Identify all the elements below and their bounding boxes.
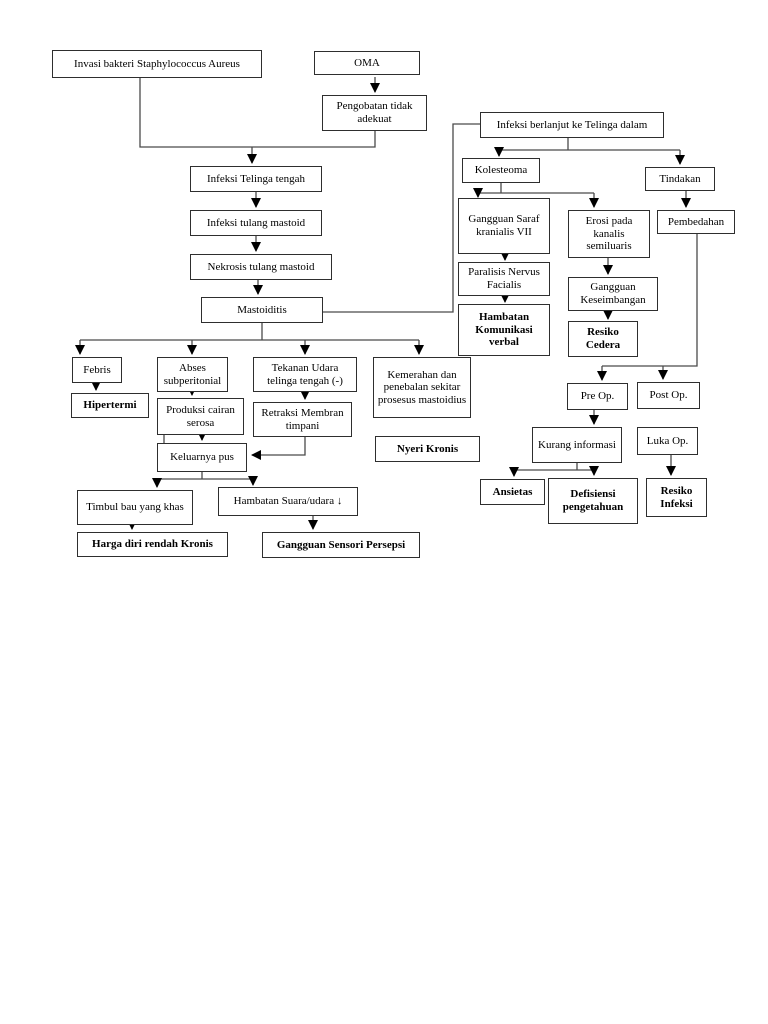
- wire-pembedahan-ops-split: [602, 234, 698, 367]
- node-mastoiditis: Mastoiditis: [201, 297, 323, 323]
- wire-kolesteoma-split: [478, 183, 594, 194]
- node-hambatan-komunikasi-verbal: Hambatan Komunikasi verbal: [458, 304, 550, 356]
- node-pengobatan-tidak-adekuat: Pengobatan tidak adekuat: [322, 95, 427, 131]
- node-paralisis-nervus-facialis: Paralisis Nervus Facialis: [458, 262, 550, 296]
- node-infeksi-tulang-mastoid: Infeksi tulang mastoid: [190, 210, 322, 236]
- node-infeksi-berlanjut: Infeksi berlanjut ke Telinga dalam: [480, 112, 664, 138]
- node-gangguan-keseimbangan: Gangguan Keseimbangan: [568, 277, 658, 311]
- node-pre-op: Pre Op.: [567, 383, 628, 410]
- node-nyeri-kronis: Nyeri Kronis: [375, 436, 480, 462]
- node-oma: OMA: [314, 51, 420, 75]
- node-infeksi-telinga-tengah: Infeksi Telinga tengah: [190, 166, 322, 192]
- node-erosi-kanalis: Erosi pada kanalis semiluaris: [568, 210, 650, 258]
- node-resiko-cedera: Resiko Cedera: [568, 321, 638, 357]
- node-defisiensi-pengetahuan: Defisiensi pengetahuan: [548, 478, 638, 524]
- node-febris: Febris: [72, 357, 122, 383]
- wire-mastoiditis-to-infeksi-berlanjut: [323, 123, 480, 313]
- node-invasi-bakteri: Invasi bakteri Staphylococcus Aureus: [52, 50, 262, 78]
- node-kolesteoma: Kolesteoma: [462, 158, 540, 183]
- node-pembedahan: Pembedahan: [657, 210, 735, 234]
- node-ansietas: Ansietas: [480, 479, 545, 505]
- arrow-retraksi-to-keluarnya: [251, 437, 306, 460]
- wire-kurang-informasi-split: [514, 463, 594, 471]
- node-post-op: Post Op.: [637, 382, 700, 409]
- node-timbul-bau-khas: Timbul bau yang khas: [77, 490, 193, 525]
- node-abses-subperitonial: Abses subperitonial: [157, 357, 228, 392]
- node-kemerahan-penebalan: Kemerahan dan penebalan sekitar prosesus…: [373, 357, 471, 418]
- wire-keluarnya-pus-split: [157, 472, 253, 480]
- wire-infeksi-berlanjut-split: [499, 138, 680, 151]
- node-resiko-infeksi: Resiko Infeksi: [646, 478, 707, 517]
- node-luka-op: Luka Op.: [637, 427, 698, 455]
- node-tindakan: Tindakan: [645, 167, 715, 191]
- node-kurang-informasi: Kurang informasi: [532, 427, 622, 463]
- node-keluarnya-pus: Keluarnya pus: [157, 443, 247, 472]
- node-retraksi-membran-timpani: Retraksi Membran timpani: [253, 402, 352, 437]
- wire-mastoiditis-split: [80, 323, 419, 341]
- node-harga-diri-rendah: Harga diri rendah Kronis: [77, 532, 228, 557]
- node-nekrosis-tulang-mastoid: Nekrosis tulang mastoid: [190, 254, 332, 280]
- node-produksi-cairan-serosa: Produksi cairan serosa: [157, 398, 244, 435]
- node-hipertermi: Hipertermi: [71, 393, 149, 418]
- node-hambatan-suara-udara: Hambatan Suara/udara ↓: [218, 487, 358, 516]
- wire-invasi-pengobatan-join: [139, 78, 376, 148]
- node-tekanan-udara: Tekanan Udara telinga tengah (-): [253, 357, 357, 392]
- node-gangguan-saraf-kranialis: Gangguan Saraf kranialis VII: [458, 198, 550, 254]
- node-gangguan-sensori-persepsi: Gangguan Sensori Persepsi: [262, 532, 420, 558]
